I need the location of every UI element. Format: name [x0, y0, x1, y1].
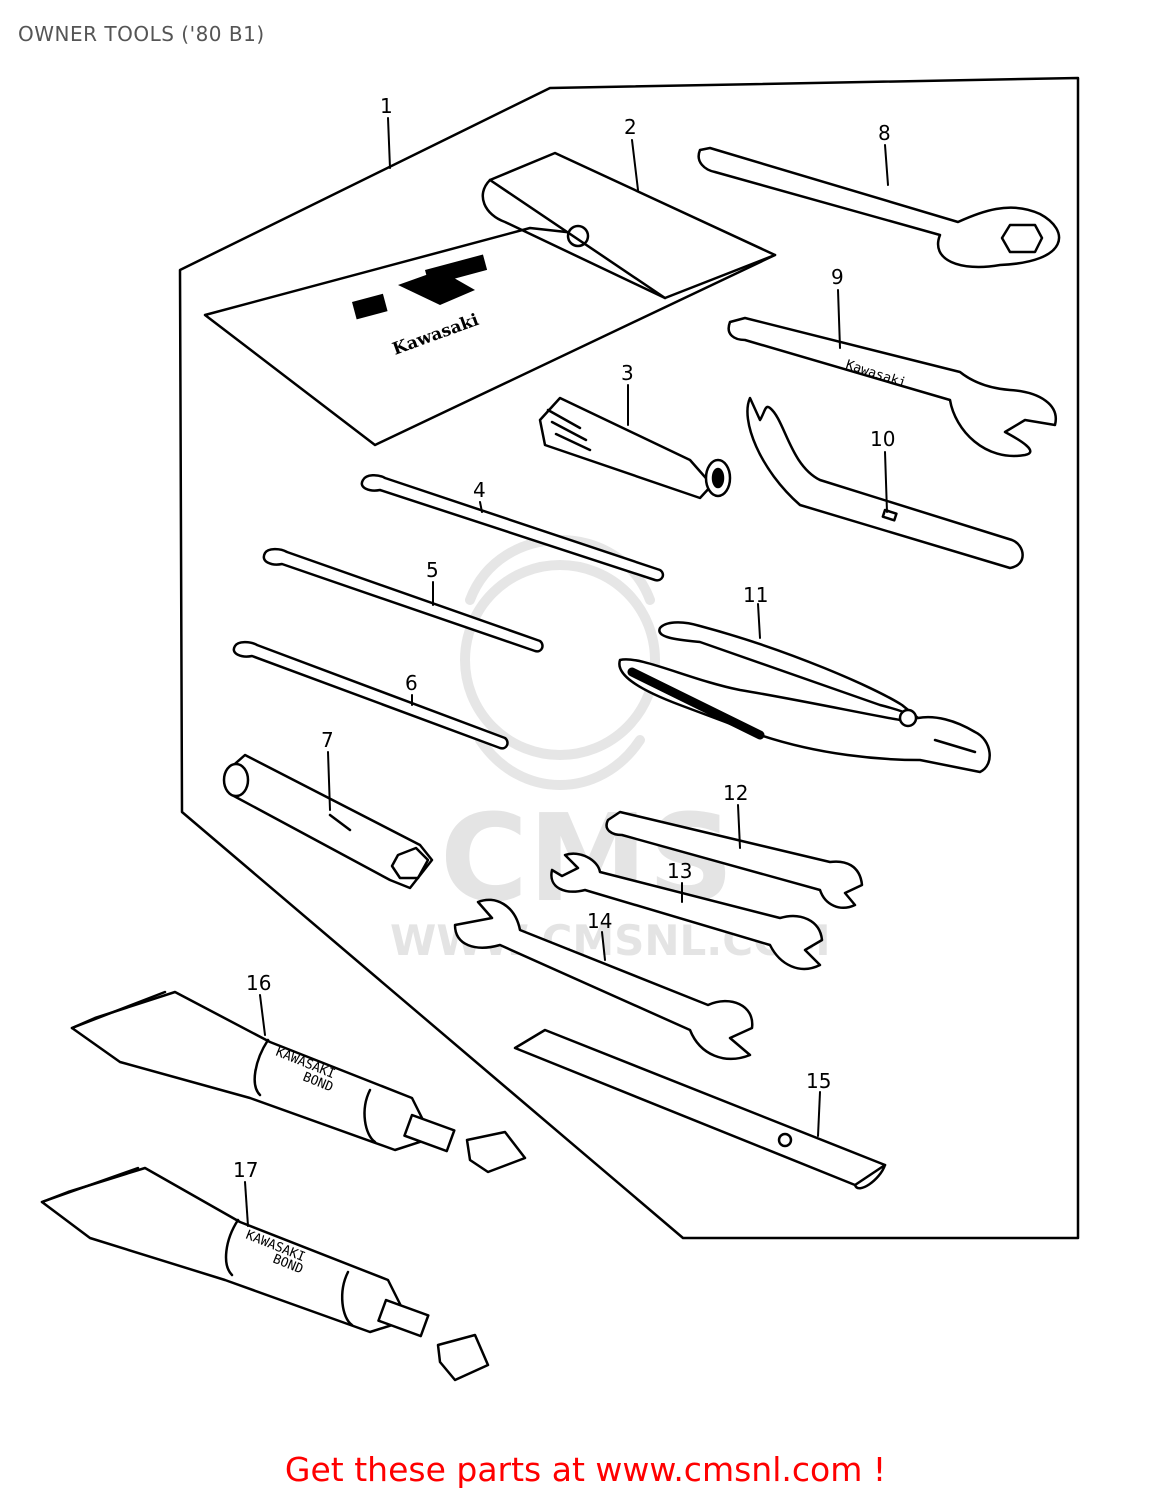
page-title: OWNER TOOLS ('80 B1): [18, 22, 265, 46]
callout-10: 10: [870, 427, 895, 451]
socket-wrench: [222, 753, 434, 890]
pliers: [618, 621, 991, 774]
callout-7: 7: [321, 728, 334, 752]
leader-lines: [244, 117, 889, 1227]
callout-labels: 1 2 3 4 5 6 7 8 9 10 11 12 13 14 15 16 1…: [233, 94, 895, 1182]
callout-8: 8: [878, 121, 891, 145]
callout-17: 17: [233, 1158, 258, 1182]
callout-6: 6: [405, 671, 418, 695]
callout-5: 5: [426, 558, 439, 582]
flat-bar: [513, 1028, 887, 1190]
screwdriver-handle: [538, 396, 732, 500]
callout-14: 14: [587, 909, 612, 933]
hook-spanner: [746, 396, 1024, 570]
wrench-14: [453, 898, 754, 1061]
bond-tube-16: KAWASAKI BOND: [70, 990, 527, 1174]
footer-link[interactable]: Get these parts at www.cmsnl.com !: [284, 1450, 887, 1489]
screwdriver-5: [262, 547, 544, 653]
box-wrench: [697, 146, 1061, 269]
bond-tube-17: KAWASAKI BOND: [40, 1166, 490, 1382]
wrench-12: [605, 810, 864, 909]
wrench-13: [550, 852, 824, 971]
tool-bag: Kawasaki: [203, 151, 777, 447]
callout-1: 1: [380, 94, 393, 118]
screwdriver-6: [232, 640, 509, 750]
callout-2: 2: [624, 115, 637, 139]
callout-15: 15: [806, 1069, 831, 1093]
callout-9: 9: [831, 265, 844, 289]
screwdriver-4: [360, 474, 665, 582]
kit-outline: [178, 76, 1080, 1240]
parts-diagram: CMS WWW.CMSNL.COM Kawasaki: [40, 76, 1080, 1382]
callout-12: 12: [723, 781, 748, 805]
callout-13: 13: [667, 859, 692, 883]
callout-4: 4: [473, 478, 486, 502]
callout-16: 16: [246, 971, 271, 995]
callout-11: 11: [743, 583, 768, 607]
callout-3: 3: [621, 361, 634, 385]
